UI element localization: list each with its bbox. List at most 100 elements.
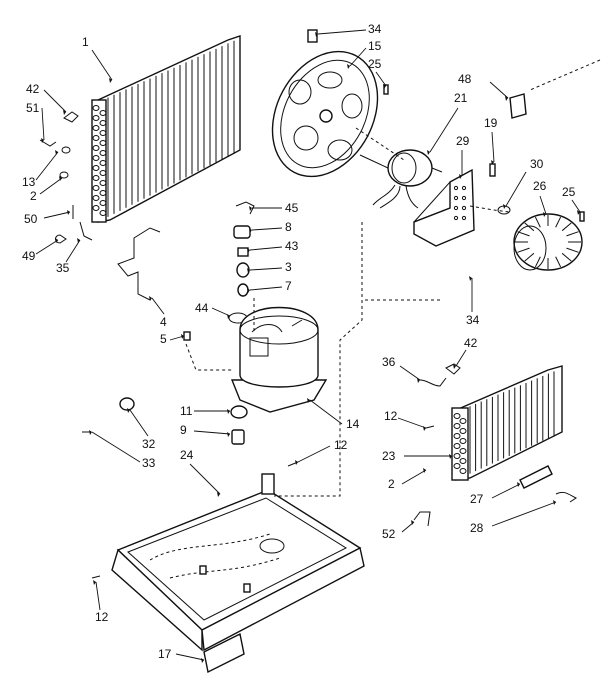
leader-c-25a [375,71,387,87]
compressor [230,306,328,413]
callout-c-29: 29 [456,134,470,148]
leader-lines [35,29,581,663]
callout-c-14: 14 [346,417,360,431]
leader-c-28 [491,501,557,527]
compressor-fittings [228,201,255,324]
callout-c-9: 9 [180,423,187,437]
arrowhead-c-26 [543,212,546,217]
callout-c-26: 26 [533,179,547,193]
leader-c-12b [297,445,331,463]
leader-c-48 [489,81,509,99]
callout-c-12b: 12 [334,438,348,452]
callout-c-24: 24 [180,448,194,462]
arrowhead-c-34b [469,276,472,281]
callout-c-7: 7 [285,279,292,293]
leader-c-50 [43,211,71,219]
callout-c-21: 21 [454,91,468,105]
leader-c-12a [397,417,427,429]
arrowhead-c-33 [89,430,92,435]
arrowhead-c-13 [55,150,58,155]
arrowhead-c-48 [505,96,508,101]
callout-c-25a: 25 [368,57,382,71]
leader-c-17 [175,653,205,661]
callout-c-5: 5 [160,332,167,346]
leader-c-14 [309,399,343,425]
arrowhead-c-12b [295,460,298,465]
arrowhead-c-5 [181,334,184,339]
arrowhead-c-14 [307,398,310,403]
leader-c-36 [399,365,421,381]
arrowhead-c-42b [453,364,456,369]
arrowhead-c-50 [67,210,70,215]
callout-c-49: 49 [22,249,36,263]
arrowhead-c-15 [347,64,350,69]
callout-c-33: 33 [142,456,156,470]
leader-c-4 [151,297,165,315]
leader-c-21 [429,107,459,153]
leader-c-30 [505,171,527,207]
leader-c-26 [539,195,547,215]
arrowhead-c-2a [59,176,62,181]
leader-c-42a [43,89,67,113]
arrowhead-c-19 [491,160,494,165]
leader-c-1 [91,49,113,81]
callout-c-2a: 2 [30,189,37,203]
callout-c-27: 27 [470,492,484,506]
callout-c-34a: 34 [368,22,382,36]
callout-c-2b: 2 [388,477,395,491]
leader-c-43 [249,246,283,251]
leader-c-44 [211,307,231,317]
arrowhead-c-3 [247,268,250,273]
leader-c-8 [251,227,283,231]
leader-c-3 [249,267,283,271]
base-pan [111,473,365,674]
arrowhead-c-32 [127,408,130,413]
callout-c-19: 19 [484,116,498,130]
arrowhead-c-2b [423,468,426,473]
callout-c-30: 30 [530,157,544,171]
arrowhead-c-27 [517,482,520,487]
leader-c-19 [491,131,495,163]
callout-c-3: 3 [285,260,292,274]
callout-c-42a: 42 [26,82,40,96]
callout-c-48: 48 [458,72,472,86]
arrowhead-c-52 [411,520,414,525]
leader-c-12c [95,581,101,611]
leader-c-2b [401,469,427,485]
arrowhead-c-23 [449,454,452,459]
motor-mount-bracket [413,168,475,247]
callout-c-15: 15 [368,39,382,53]
leader-c-32 [129,409,149,437]
callout-c-35: 35 [56,261,70,275]
fan-blade [271,50,379,178]
callout-c-25b: 25 [562,185,576,199]
arrowhead-c-34a [315,32,318,37]
leader-c-51 [41,107,45,141]
callout-c-42b: 42 [464,336,478,350]
leader-c-9 [193,430,231,435]
callout-c-4: 4 [160,315,167,329]
callout-c-12a: 12 [384,409,398,423]
arrowhead-c-11 [227,409,230,414]
callout-c-36: 36 [382,355,396,369]
callout-c-50: 50 [24,212,38,226]
leader-c-7 [249,286,283,291]
callout-c-8: 8 [285,220,292,234]
arrowhead-c-42a [63,110,66,115]
arrowhead-c-35 [77,238,80,243]
arrowhead-c-9 [227,432,230,437]
arrowhead-c-1 [109,78,112,83]
leader-c-25b [571,199,581,213]
arrowhead-c-25b [577,210,580,215]
leader-c-2a [39,177,63,195]
leader-c-35 [65,239,81,263]
callout-c-32: 32 [142,437,156,451]
arrowhead-c-24 [217,492,220,497]
arrowhead-c-45 [249,206,252,211]
arrowhead-c-28 [553,500,556,505]
leader-c-15 [349,47,367,67]
callout-c-51: 51 [26,101,40,115]
leader-c-42b [455,349,467,367]
arrowhead-c-8 [249,228,252,233]
